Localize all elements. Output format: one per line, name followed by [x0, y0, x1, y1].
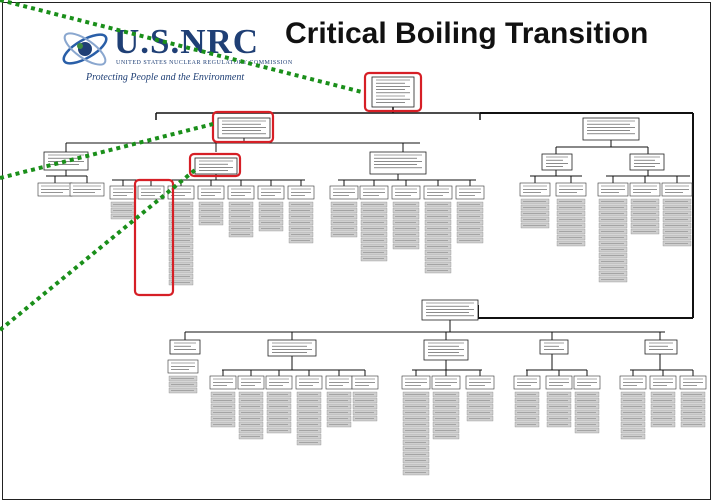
intermediate-node: [194, 157, 238, 175]
callout-line-branch: [0, 122, 214, 180]
callout-line-top: [0, 0, 363, 94]
highlight-evidence-column: [133, 178, 175, 297]
logo-subtitle: UNITED STATES NUCLEAR REGULATORY COMMISS…: [116, 60, 293, 66]
callout-line-subnode: [0, 168, 197, 332]
intermediate-node: [629, 153, 665, 171]
nrc-logo: U.S.NRC UNITED STATES NUCLEAR REGULATORY…: [56, 22, 292, 92]
logo-title: U.S.NRC: [114, 22, 260, 61]
intermediate-node: [217, 117, 271, 139]
logo-tagline: Protecting People and the Environment: [86, 72, 245, 83]
highlight-node-1-2: [188, 152, 242, 178]
callout-dots: [0, 0, 363, 332]
highlight-branch-1: [211, 110, 275, 144]
intermediate-node: [541, 153, 573, 171]
intermediate-node: [539, 339, 569, 355]
intermediate-node: [169, 339, 201, 355]
intermediate-node: [371, 76, 415, 108]
intermediate-node: [644, 339, 678, 355]
slide-title: Critical Boiling Transition: [285, 17, 649, 50]
intermediate-node: [582, 117, 640, 141]
intermediate-node: [423, 339, 469, 361]
intermediate-node: [267, 339, 317, 357]
atom-logo-icon: [62, 32, 108, 66]
intermediate-node: [369, 151, 427, 175]
highlight-boxes: [133, 71, 423, 297]
tree-nodes: [37, 76, 707, 476]
intermediate-node: [421, 299, 479, 321]
highlight-top-node: [363, 71, 423, 113]
